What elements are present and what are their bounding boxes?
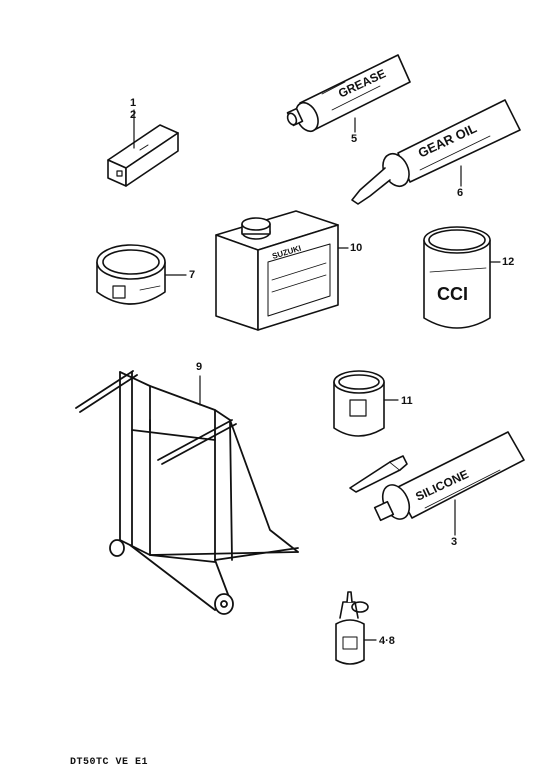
callout-2: 2 [130, 109, 137, 121]
part-12-cci-can: CCI [423, 226, 501, 329]
callout-3: 3 [451, 536, 458, 548]
callout-10: 10 [350, 242, 363, 254]
part-11-small-can [333, 370, 399, 437]
callout-6: 6 [457, 187, 464, 199]
part-6-gear-oil-tube: GEAR OIL [351, 99, 521, 205]
callout-5: 5 [351, 133, 358, 145]
part-7-tin [96, 244, 187, 305]
part-nozzle [349, 455, 408, 493]
part-5-grease-tube: GREASE [286, 54, 411, 133]
cci-label-text: CCI [437, 284, 468, 304]
part-4-8-bottle [335, 591, 377, 665]
callout-12: 12 [502, 256, 515, 268]
callout-9: 9 [196, 361, 203, 373]
diagram-code: DT50TC VE E1 [70, 757, 149, 768]
callout-1: 1 [130, 97, 137, 109]
part-10-oil-can: SUZUKI [215, 210, 349, 331]
part-9-stand [75, 370, 299, 615]
callout-7: 7 [189, 269, 196, 281]
callout-4-8: 4·8 [379, 635, 395, 647]
part-3-silicone-tube: SILICONE [373, 431, 525, 536]
callout-11: 11 [401, 395, 413, 407]
part-1-2-block [107, 109, 179, 187]
